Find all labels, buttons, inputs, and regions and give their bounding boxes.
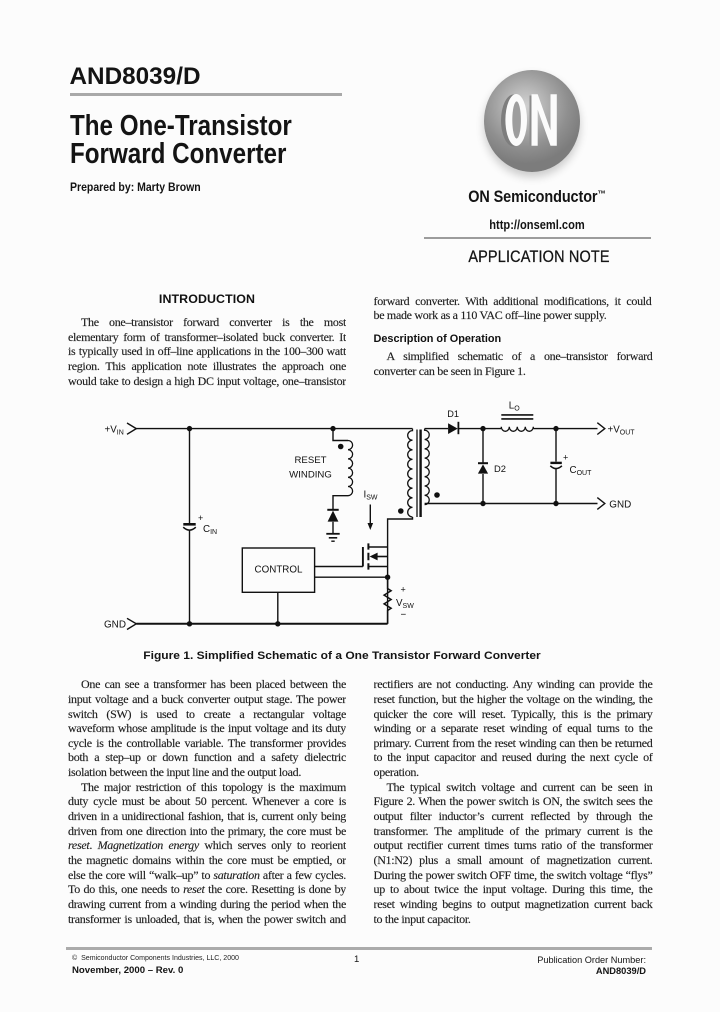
svg-text:VSW: VSW: [396, 598, 414, 610]
svg-text:GND: GND: [609, 499, 631, 510]
svg-text:CONTROL: CONTROL: [255, 565, 303, 576]
svg-text:−: −: [401, 610, 407, 621]
svg-text:D1: D1: [447, 409, 459, 419]
svg-text:GND: GND: [104, 619, 126, 630]
svg-text:+: +: [563, 453, 568, 463]
svg-text:+VIN: +VIN: [105, 425, 124, 437]
svg-text:COUT: COUT: [570, 465, 593, 477]
svg-text:+VOUT: +VOUT: [608, 425, 636, 437]
svg-text:ISW: ISW: [364, 490, 378, 502]
svg-text:+: +: [401, 585, 406, 595]
svg-text:RESET: RESET: [295, 455, 327, 466]
svg-text:CIN: CIN: [203, 524, 217, 536]
svg-text:LO: LO: [509, 401, 520, 413]
svg-text:D2: D2: [494, 463, 506, 474]
svg-text:WINDING: WINDING: [289, 469, 332, 480]
svg-text:+: +: [198, 513, 203, 523]
